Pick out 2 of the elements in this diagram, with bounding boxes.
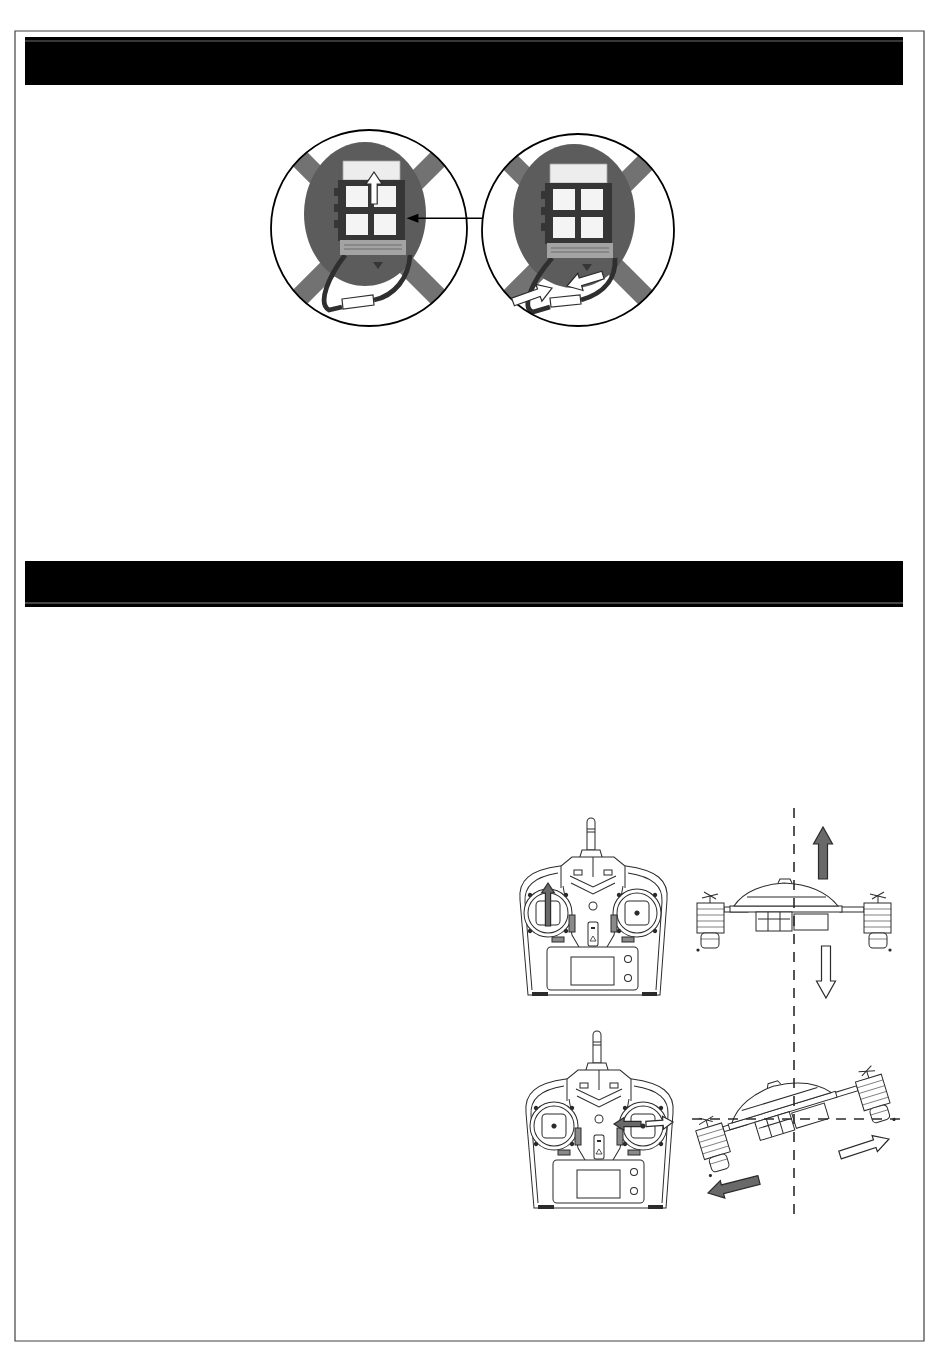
battery-pack [334,160,406,255]
battery-bay-drawing [481,133,675,327]
